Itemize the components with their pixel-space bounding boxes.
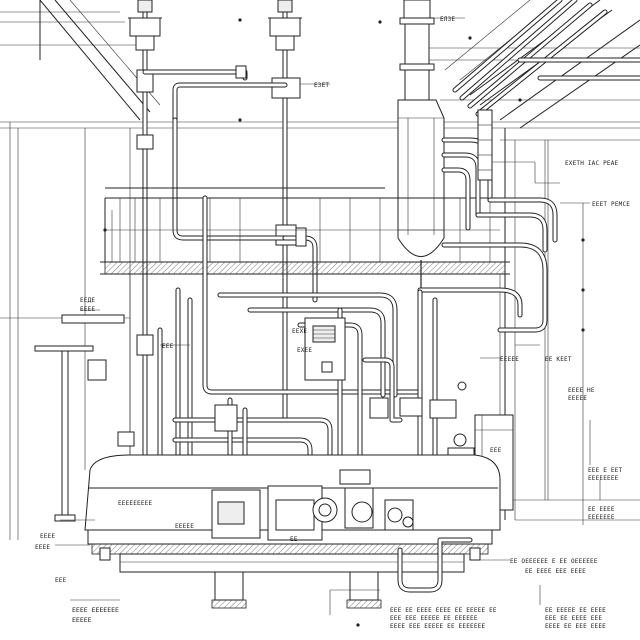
label-right-4: ЕЕЕ (490, 447, 502, 454)
label-base-3: ЕЕЕЕЕ (175, 523, 194, 530)
label-bottom-right-2: ЕЕЕ ЕЕ ЕЕЕЕ ЕЕЕ (545, 615, 602, 622)
label-mid-right-2: ЕЕ КЕЕТ (545, 356, 572, 363)
label-bottom-mid-3: ЕЕЕЕ ЕЕЕ ЕЕЕЕЕ ЕЕ ЕЕЕЕЕЕЕ (390, 623, 485, 630)
label-top-right-stack: ЕЛЗЕ (440, 16, 455, 23)
right-pipe-loops (417, 109, 558, 333)
label-base-left-3: ЕЕЕ (55, 577, 67, 584)
labels: ЕЛЗЕ ЕЗЕТ ЕХЕТН ІАС РЕАЕ ЕЕЕТ РЕМСЕ ЕЕДЕ… (35, 16, 630, 630)
label-left-mid: ЕЕЕ (162, 343, 174, 350)
label-right-5b: ЕЕЕЕЕЕЕЕ (588, 475, 619, 482)
label-base-1: ЕЕЕЕЕЕЕЕЕ (118, 500, 152, 507)
label-bottom-mid-1: ЕЕЕ ЕЕ ЕЕЕЕ ЕЕЕЕ ЕЕ ЕЕЕЕЕ ЕЕ (390, 607, 497, 614)
label-right-6: ЕЕ ЕЕЕЕ (588, 506, 615, 513)
label-base-left-1: ЕЕЕЕ (40, 533, 55, 540)
label-right-1: ЕХЕТН ІАС РЕАЕ (565, 160, 619, 167)
middle-pipe-network (87, 195, 475, 483)
label-right-2: ЕЕЕТ РЕМСЕ (592, 201, 630, 208)
label-center-1: ЕЕХЕ (292, 328, 307, 335)
label-bottom-mid-2: ЕЕЕ ЕЕЕ ЕЕЕЕЕ ЕЕ ЕЕЕЕЕЕ (390, 615, 478, 622)
label-base-left-2: ЕЕЕЕ (35, 544, 50, 551)
label-center-2: ЕХЕЕ (297, 347, 312, 354)
label-br-2: ЕЕ ЕЕЕЕ ЕЕЕ ЕЕЕЕ (525, 568, 586, 575)
label-bottom-left-2: ЕЕЕЕЕ (72, 616, 92, 624)
main-tank-base (84, 454, 501, 609)
label-right-3b: ЕЕЕЕЕ (568, 395, 587, 402)
label-bottom-right-3: ЕЕЕЕ ЕЕ ЕЕЕ ЕЕЕЕ (545, 623, 606, 630)
label-left-2: ЕЕЕЕ (80, 306, 95, 313)
label-right-3: ЕЕЕЕ НЕ (568, 387, 595, 394)
vertical-vessel (397, 0, 445, 290)
left-stand (34, 314, 125, 522)
label-base-2: ЕЕ (290, 536, 298, 543)
label-right-5: ЕЕЕ Е ЕЕТ (588, 467, 622, 474)
label-bottom-right-1: ЕЕ ЕЕЕЕЕ ЕЕ ЕЕЕЕ (545, 607, 606, 614)
label-mid-right-1: ЕЕЕЕЕ (500, 356, 519, 363)
label-right-6b: ЕЕЕЕЕЕЕ (588, 514, 615, 521)
label-bottom-left-1: ЕЕЕЕ ЕЕЕЕЕЕЕ (72, 606, 119, 614)
leader-lines (55, 17, 601, 627)
label-top-center: ЕЗЕТ (314, 82, 329, 89)
label-br-1: ЕЕ ОЕЕЕЕЕЕ Е ЕЕ ОЕЕЕЕЕЕ (510, 558, 598, 565)
label-left-1: ЕЕДЕ (80, 297, 95, 304)
overhead-duct-bundle (452, 0, 640, 117)
